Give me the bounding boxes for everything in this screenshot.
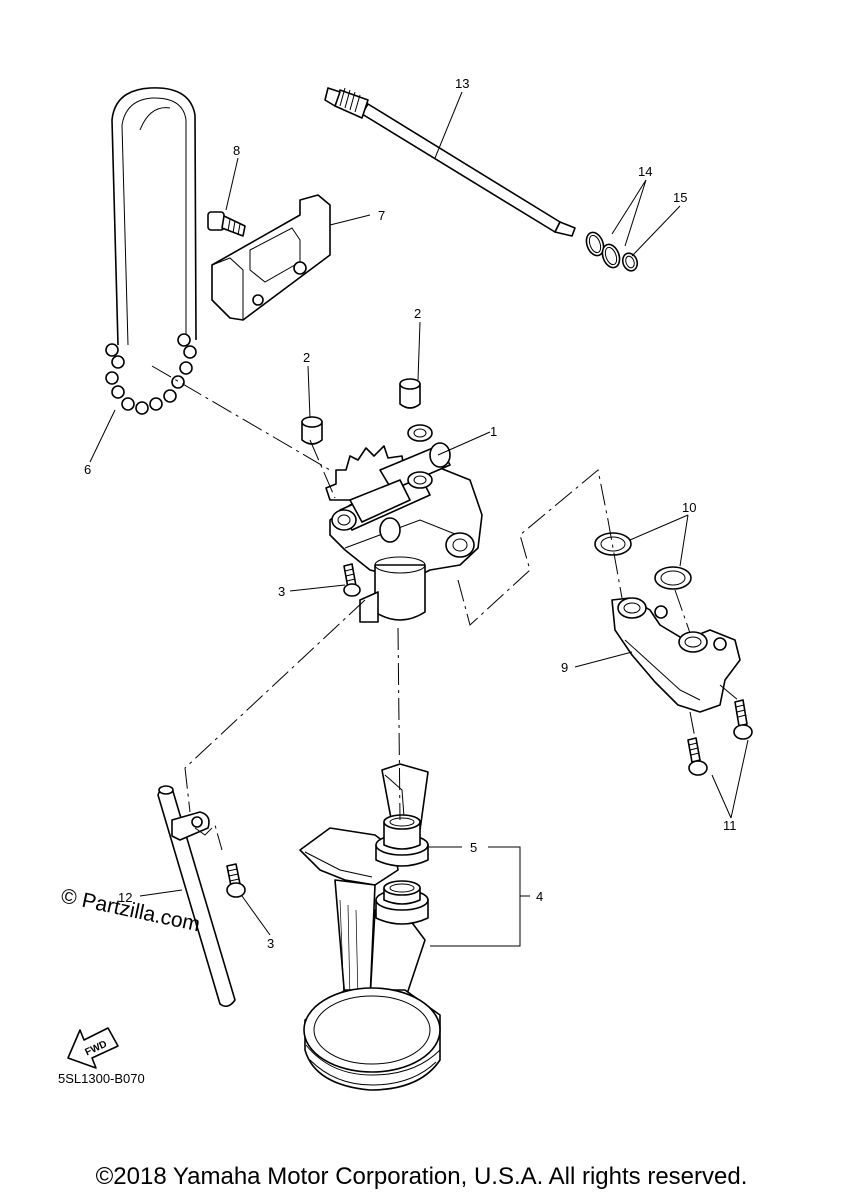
part-13-shaft[interactable] bbox=[324, 87, 576, 237]
partzilla-watermark: © Partzilla.com bbox=[59, 884, 202, 936]
callout-7: 7 bbox=[378, 208, 385, 223]
alignment-lines bbox=[151, 365, 739, 851]
callout-13: 13 bbox=[455, 76, 469, 91]
callout-11: 11 bbox=[723, 818, 737, 833]
part-6-chain[interactable] bbox=[105, 87, 197, 415]
callout-15: 15 bbox=[673, 190, 687, 205]
callout-14: 14 bbox=[638, 164, 652, 179]
watermark-text: © Partzilla.com bbox=[59, 884, 202, 936]
callout-1: 1 bbox=[490, 424, 497, 439]
callout-3a: 3 bbox=[278, 584, 285, 599]
part-10-o-rings[interactable] bbox=[594, 532, 692, 590]
part-2-dowel-pins[interactable] bbox=[301, 378, 421, 445]
part-1-oil-pump[interactable] bbox=[325, 424, 483, 623]
diagram-code: 5SL1300-B070 bbox=[58, 1071, 145, 1086]
part-4-oil-strainer[interactable] bbox=[299, 763, 441, 1091]
part-14-o-rings[interactable] bbox=[583, 230, 622, 270]
part-5-bushings[interactable] bbox=[375, 814, 429, 925]
callout-3b: 3 bbox=[267, 936, 274, 951]
callout-12: 12 bbox=[118, 890, 132, 905]
callout-2b: 2 bbox=[303, 350, 310, 365]
part-15-o-ring[interactable] bbox=[620, 251, 639, 273]
copyright-footer: ©2018 Yamaha Motor Corporation, U.S.A. A… bbox=[95, 1163, 748, 1190]
callout-labels: 13 14 15 8 7 2 2 1 6 3 10 9 11 5 4 12 3 bbox=[84, 76, 737, 951]
part-7-chain-guide[interactable] bbox=[211, 194, 331, 321]
fwd-arrow-icon: FWD bbox=[67, 1027, 119, 1069]
callout-5: 5 bbox=[470, 840, 477, 855]
callout-4: 4 bbox=[536, 889, 543, 904]
callout-10: 10 bbox=[682, 500, 696, 515]
part-12-oil-pipe[interactable] bbox=[157, 785, 236, 1008]
callout-9: 9 bbox=[561, 660, 568, 675]
leader-lines bbox=[89, 91, 749, 947]
callout-2a: 2 bbox=[414, 306, 421, 321]
part-8-bolt[interactable] bbox=[207, 211, 246, 237]
callout-8: 8 bbox=[233, 143, 240, 158]
part-11-bolts[interactable] bbox=[687, 699, 753, 776]
callout-6: 6 bbox=[84, 462, 91, 477]
part-9-pipe[interactable] bbox=[611, 597, 741, 713]
part-3-bolts[interactable] bbox=[226, 563, 361, 898]
